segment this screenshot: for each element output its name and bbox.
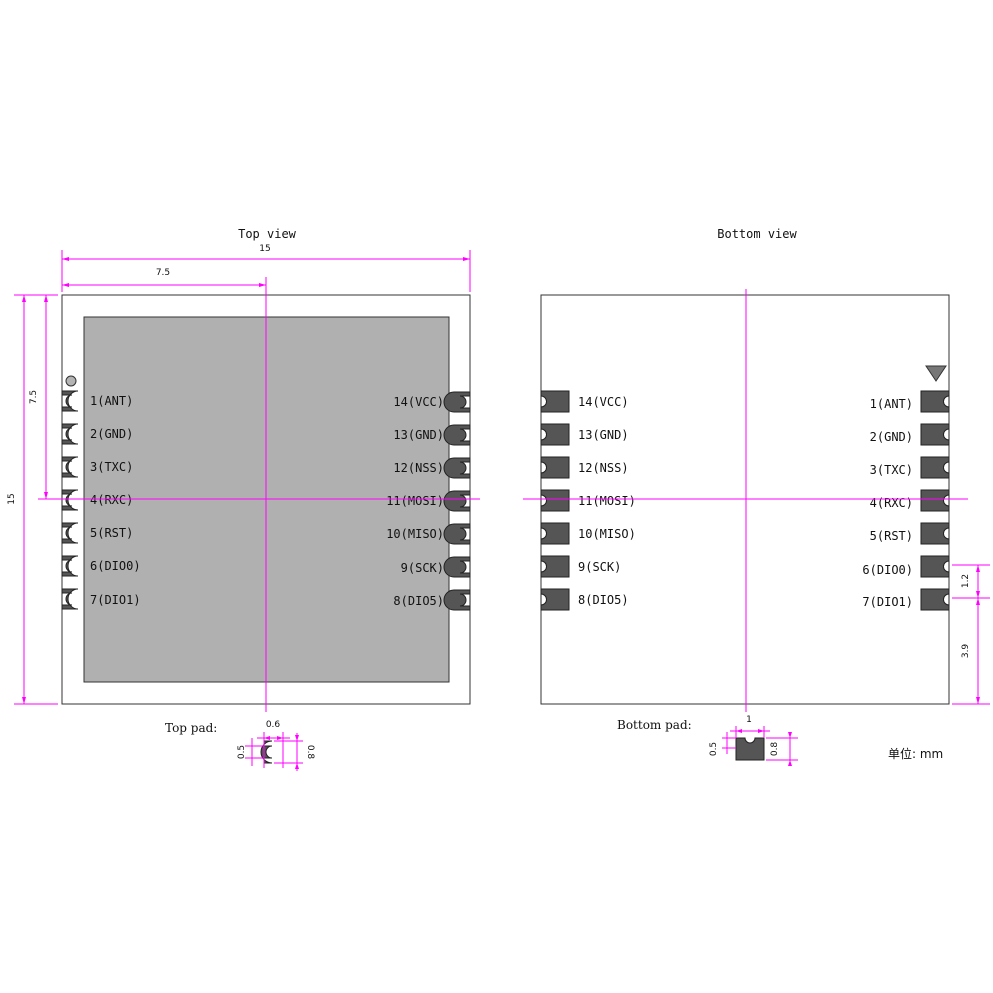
pin-label: 14(VCC) — [578, 395, 629, 409]
castellated-pad — [443, 424, 471, 446]
castellated-pad — [61, 390, 79, 412]
pin-label: 10(MISO) — [386, 527, 444, 541]
bottom-pad — [920, 390, 950, 413]
top-pad-label: Top pad: — [165, 721, 217, 735]
bottom-view: Bottom view 14(VCC) 13(GND) 12 — [523, 227, 990, 712]
bottom-pad-height: 0.8 — [770, 742, 780, 757]
pin-label: 10(MISO) — [578, 527, 636, 541]
pin1-marker-dot — [65, 375, 77, 387]
bottom-view-right-pin-labels: 1(ANT) 2(GND) 3(TXC) 4(RXC) 5(RST) 6(DIO… — [862, 397, 913, 609]
pin-label: 2(GND) — [870, 430, 913, 444]
top-view-title: Top view — [238, 227, 297, 241]
top-pad-height: 0.8 — [305, 745, 315, 760]
bottom-pad — [540, 555, 570, 578]
pin-label: 5(RST) — [90, 526, 133, 540]
castellated-pad — [443, 457, 471, 479]
pin-label: 14(VCC) — [393, 395, 444, 409]
bottom-pad — [540, 522, 570, 545]
bottom-view-title: Bottom view — [717, 227, 797, 241]
castellated-pad — [443, 490, 471, 512]
top-view-right-pads — [443, 391, 471, 611]
bottom-pad — [920, 588, 950, 611]
top-pad-radius: 0.5 — [237, 745, 247, 759]
top-view-center-lines — [38, 277, 480, 712]
top-view-left-pads — [61, 390, 79, 610]
top-pad-dimensions — [245, 732, 303, 771]
pin-label: 12(NSS) — [578, 461, 629, 475]
pin-label: 11(MOSI) — [578, 494, 636, 508]
pin-label: 5(RST) — [870, 529, 913, 543]
castellated-pad — [61, 588, 79, 610]
castellated-pad — [61, 423, 79, 445]
bottom-pad — [540, 390, 570, 413]
castellated-pad — [61, 555, 79, 577]
pin-label: 1(ANT) — [90, 394, 133, 408]
top-pad-detail: Top pad: 0.6 0.5 0.8 — [165, 720, 315, 771]
pin-label: 13(GND) — [578, 428, 629, 442]
pin-label: 7(DIO1) — [862, 595, 913, 609]
pin-label: 12(NSS) — [393, 461, 444, 475]
pin-label: 3(TXC) — [90, 460, 133, 474]
pin-label: 6(DIO0) — [90, 559, 141, 573]
castellated-pad — [61, 456, 79, 478]
castellated-pad — [443, 391, 471, 413]
top-view: Top view 1(ANT) 2(GND) 3( — [7, 227, 480, 712]
bottom-pad — [920, 456, 950, 479]
top-pad-shape — [260, 740, 273, 764]
bottom-view-left-pin-labels: 14(VCC) 13(GND) 12(NSS) 11(MOSI) 10(MISO… — [578, 395, 636, 607]
bottom-pad — [540, 588, 570, 611]
bottom-pad — [920, 489, 950, 512]
bottom-pad-notch: 0.5 — [709, 742, 719, 756]
pin-label: 13(GND) — [393, 428, 444, 442]
top-view-dimensions — [14, 250, 471, 705]
pin-label: 4(RXC) — [90, 493, 133, 507]
pin-label: 7(DIO1) — [90, 593, 141, 607]
bottom-pad — [920, 522, 950, 545]
bottom-view-center-lines — [523, 289, 968, 712]
bottom-pad-label: Bottom pad: — [617, 718, 692, 732]
dim-height-total: 15 — [7, 493, 17, 504]
pin-label: 2(GND) — [90, 427, 133, 441]
castellated-pad — [443, 589, 471, 611]
bottom-pad — [540, 456, 570, 479]
pin1-marker-triangle — [925, 365, 947, 382]
pin-label: 9(SCK) — [401, 561, 444, 575]
bottom-pad — [540, 489, 570, 512]
castellated-pad — [61, 522, 79, 544]
pin-label: 4(RXC) — [870, 496, 913, 510]
pin-label: 1(ANT) — [870, 397, 913, 411]
top-view-right-pin-labels: 14(VCC) 13(GND) 12(NSS) 11(MOSI) 10(MISO… — [386, 395, 444, 608]
bottom-pad-shape — [735, 737, 765, 761]
pin-label: 8(DIO5) — [393, 594, 444, 608]
dim-pad-pitch: 1.2 — [961, 574, 971, 588]
bottom-view-right-pads — [920, 390, 950, 611]
dim-width-half: 7.5 — [156, 268, 170, 278]
bottom-view-left-pads — [540, 390, 570, 611]
bottom-pad-dimensions — [722, 726, 798, 766]
castellated-pad — [443, 523, 471, 545]
bottom-view-dimensions — [952, 564, 990, 705]
pin-label: 8(DIO5) — [578, 593, 629, 607]
castellated-pad — [443, 556, 471, 578]
unit-label: 单位: mm — [888, 746, 943, 761]
bottom-pad — [920, 555, 950, 578]
bottom-pad — [920, 423, 950, 446]
dim-width-total: 15 — [259, 244, 270, 254]
dim-height-half: 7.5 — [29, 390, 39, 404]
pin-label: 6(DIO0) — [862, 563, 913, 577]
bottom-pad-width: 1 — [746, 715, 752, 725]
pin-label: 9(SCK) — [578, 560, 621, 574]
dim-bottom-offset: 3.9 — [961, 644, 971, 659]
pin-label: 3(TXC) — [870, 463, 913, 477]
bottom-pad — [540, 423, 570, 446]
top-pad-width: 0.6 — [266, 720, 281, 730]
bottom-pad-detail: Bottom pad: 1 0.5 0.8 — [617, 715, 798, 766]
castellated-pad — [61, 489, 79, 511]
top-view-left-pin-labels: 1(ANT) 2(GND) 3(TXC) 4(RXC) 5(RST) 6(DIO… — [90, 394, 141, 607]
pin-label: 11(MOSI) — [386, 494, 444, 508]
